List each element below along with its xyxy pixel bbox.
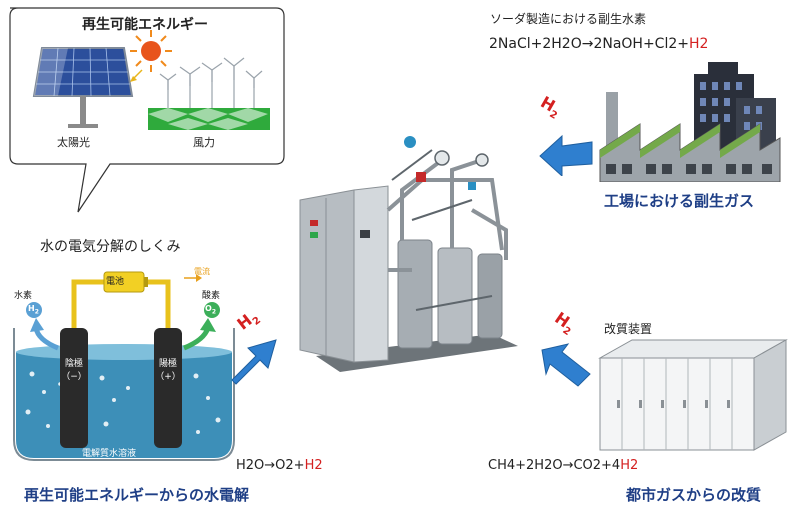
- h2-molecule: H2: [28, 304, 39, 316]
- factory-icon: [599, 62, 781, 182]
- current-label: 電流: [194, 267, 210, 276]
- reformer-unit-icon: [598, 339, 788, 451]
- h2-label-factory: H2: [537, 92, 559, 122]
- arrow-from-reformer: [541, 343, 591, 387]
- sun-icon: [130, 30, 172, 72]
- reformer-caption: 都市ガスからの改質: [626, 486, 762, 504]
- wind-label: 風力: [193, 136, 215, 149]
- solution-label: 電解質水溶液: [82, 449, 137, 459]
- electrolysis-caption: 再生可能エネルギーからの水電解: [24, 486, 250, 504]
- o2-molecule: O2: [205, 304, 216, 316]
- oxygen-label: 酸素: [202, 291, 221, 301]
- electrolysis-heading: 水の電気分解のしくみ: [40, 239, 181, 255]
- factory-note: ソーダ製造における副生水素: [490, 12, 647, 26]
- wind-farm-icon: [148, 57, 270, 130]
- solar-panel-icon: [32, 47, 134, 128]
- electrolysis-equation: H2O→O2+H2: [236, 458, 323, 473]
- factory-equation: 2NaCl+2H2O→2NaOH+Cl2+H2: [489, 36, 709, 52]
- hydrogen-purifier-image: [299, 136, 518, 372]
- h2-label-reformer: H2: [551, 308, 574, 339]
- factory-caption: 工場における副生ガス: [604, 192, 755, 210]
- arrow-from-electrolysis: [231, 339, 277, 385]
- arrow-from-factory: [539, 134, 593, 176]
- battery-label: 電池: [106, 277, 125, 287]
- renewable-title: 再生可能エネルギー: [82, 17, 208, 33]
- reformer-label: 改質装置: [604, 322, 653, 336]
- reformer-equation: CH4+2H2O→CO2+4H2: [488, 458, 639, 473]
- cathode-label: 陰極 （−）: [61, 359, 87, 382]
- anode-label: 陽極 （+）: [155, 359, 181, 382]
- electrolysis-diagram: [13, 271, 235, 461]
- hydrogen-label: 水素: [14, 291, 33, 301]
- solar-label: 太陽光: [57, 136, 90, 149]
- sunlight-arrows-icon: [130, 69, 143, 82]
